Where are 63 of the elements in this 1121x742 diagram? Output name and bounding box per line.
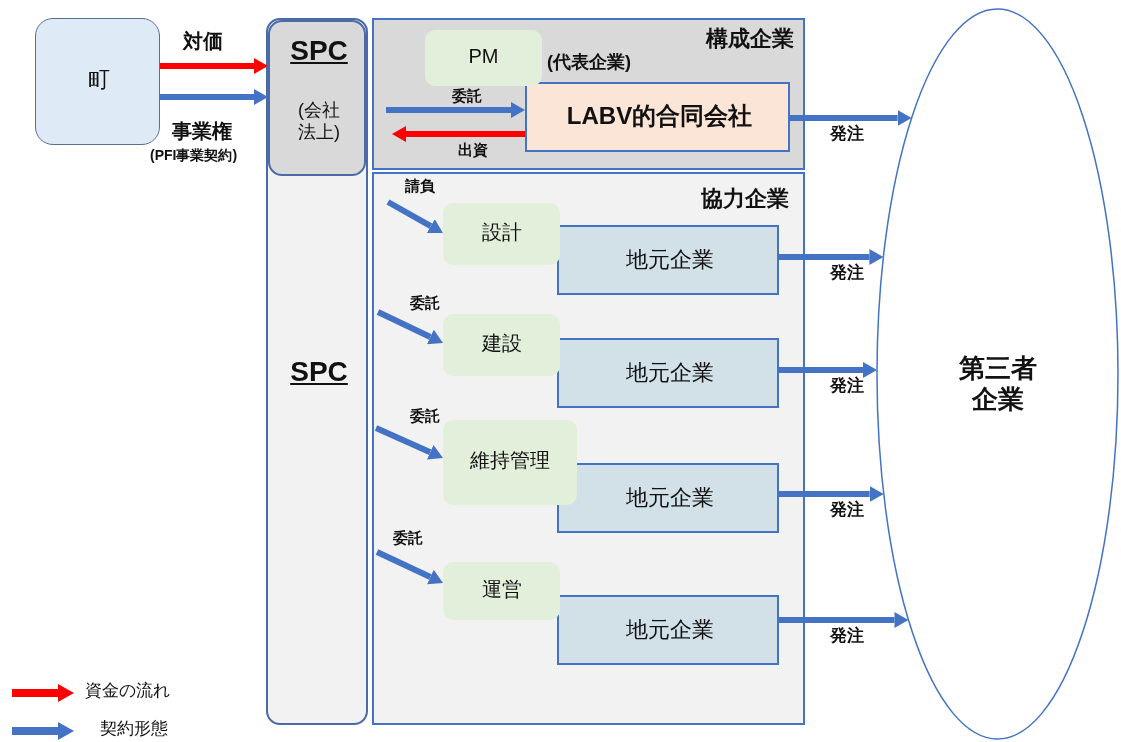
panel-box — [372, 18, 805, 170]
box-label: 維持管理 — [469, 448, 551, 472]
edge-label: 発注 — [830, 377, 864, 396]
box-label: 設計 — [480, 220, 523, 244]
box-label: 町 — [86, 67, 111, 94]
rounded-box — [35, 18, 160, 145]
arrow — [374, 425, 443, 460]
process-box — [557, 338, 779, 408]
edge-label: 委託 — [410, 408, 440, 425]
rounded-box — [425, 30, 542, 86]
arrow — [779, 612, 909, 628]
arrow — [779, 486, 884, 502]
arrow — [779, 249, 884, 265]
rounded-box — [443, 420, 577, 505]
box-label: 第三者企業 — [958, 353, 1038, 416]
edge-label: 発注 — [830, 125, 864, 144]
box-label: 協力企業 — [700, 186, 789, 213]
process-box — [525, 82, 790, 152]
side-note: (代表企業) — [547, 52, 632, 74]
box-subtitle: (会社法上) — [297, 100, 341, 144]
arrow — [790, 110, 912, 126]
box-label: 建設 — [480, 331, 523, 355]
rounded-box — [443, 314, 560, 376]
process-box — [557, 463, 779, 533]
arrow — [386, 102, 525, 118]
arrow — [160, 58, 268, 74]
box-label: 地元企業 — [625, 360, 715, 387]
box-label: 構成企業 — [704, 26, 794, 53]
process-box — [557, 225, 779, 295]
edge-label: 発注 — [830, 501, 864, 520]
arrow — [386, 199, 443, 234]
rounded-box — [443, 562, 560, 620]
edge-label: 発注 — [830, 264, 864, 283]
box-label: 地元企業 — [625, 247, 715, 274]
arrow — [375, 549, 443, 585]
column-box — [266, 18, 368, 725]
box-label: 運営 — [480, 577, 523, 601]
arrow — [392, 126, 525, 142]
edge-label: 出資 — [458, 142, 488, 159]
box-label: PM — [467, 44, 500, 68]
edge-label: 対価 — [183, 30, 223, 52]
edge-label: 委託 — [393, 530, 423, 547]
legend-label: 資金の流れ — [85, 682, 170, 701]
rounded-box — [443, 203, 560, 265]
edge-label: 請負 — [405, 178, 435, 195]
box-label: LABV的合同会社 — [565, 102, 754, 131]
arrow — [160, 89, 268, 105]
note-label: (PFI事業契約) — [150, 148, 238, 164]
box-label: SPC — [289, 355, 349, 389]
edge-label: 発注 — [830, 627, 864, 646]
edge-label: 委託 — [410, 295, 440, 312]
edge-label: 委託 — [452, 88, 482, 105]
arrow — [779, 362, 877, 378]
box-label: 地元企業 — [625, 485, 715, 512]
box-label: 地元企業 — [625, 617, 715, 644]
panel-box — [372, 172, 805, 725]
arrow — [376, 309, 443, 345]
box-label: SPC — [289, 34, 349, 68]
process-box — [557, 595, 779, 665]
edge-label: 事業権 — [172, 120, 232, 142]
legend-label: 契約形態 — [100, 720, 168, 739]
rounded-box — [268, 20, 366, 176]
ellipse — [876, 8, 1119, 740]
